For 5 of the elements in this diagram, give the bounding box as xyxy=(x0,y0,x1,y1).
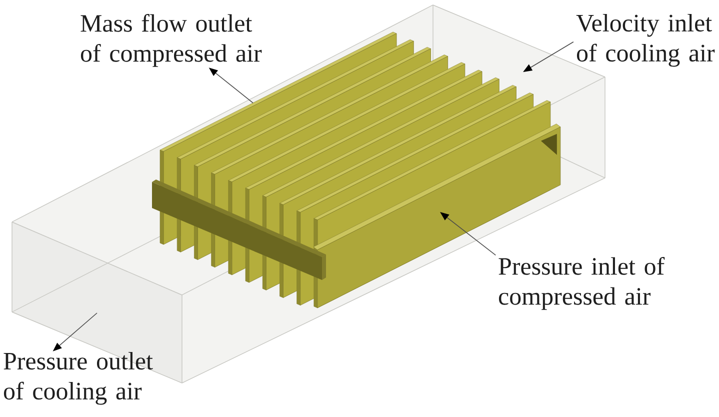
callout-text: Pressure outlet of cooling air xyxy=(4,352,153,405)
callout-text: Pressure inlet of compressed air xyxy=(498,257,665,310)
callout-text: Mass flow outlet of compressed air xyxy=(80,14,262,67)
callout-text: Velocity inlet of cooling air xyxy=(576,14,715,67)
leader-arrow xyxy=(440,212,496,256)
